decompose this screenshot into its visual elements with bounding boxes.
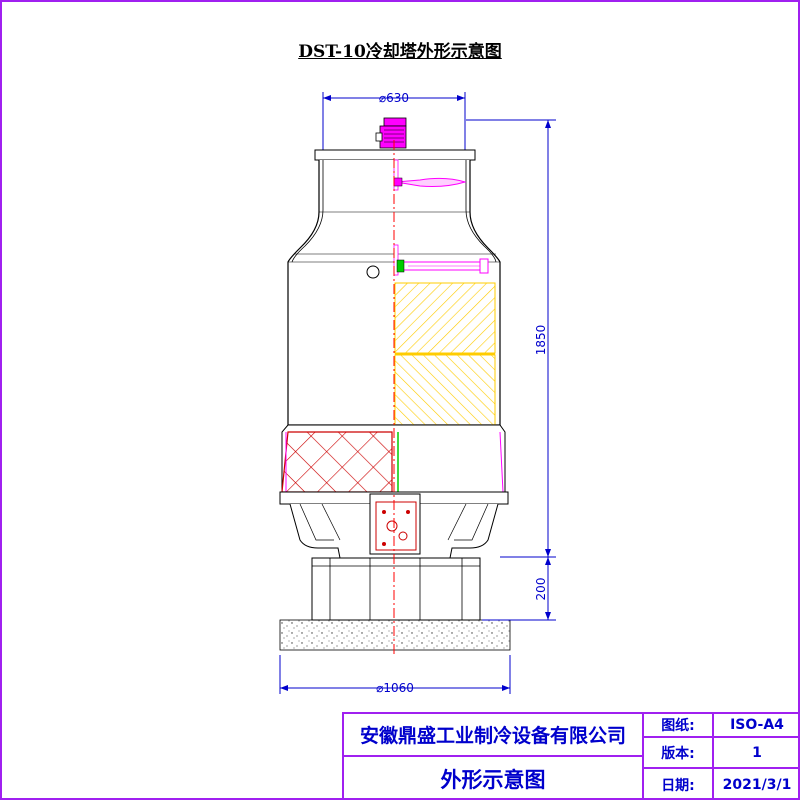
base-height-dimension: 200: [482, 557, 556, 621]
drawing-no-label: 图纸:: [661, 718, 695, 734]
bottom-diameter-label: ⌀1060: [376, 681, 414, 695]
version-label: 版本:: [661, 745, 695, 762]
bottom-diameter-dimension: ⌀1060: [279, 655, 511, 695]
pipe-flange-icon: [369, 493, 421, 555]
base-height-label: 200: [534, 578, 548, 601]
inlet-grille-icon: [281, 424, 506, 493]
top-diameter-dimension: ⌀630: [322, 91, 466, 155]
sprinkler-icon: [393, 244, 489, 276]
ground-icon: [279, 619, 511, 651]
height-label: 1850: [534, 325, 548, 356]
fill-media-icon: [394, 282, 496, 426]
company-name: 安徽鼎盛工业制冷设备有限公司: [359, 725, 626, 747]
title-block: 安徽鼎盛工业制冷设备有限公司 外形示意图 图纸: ISO-A4 版本: 1 日期…: [342, 712, 800, 800]
date-label: 日期:: [661, 777, 695, 794]
height-dimension: 1850: [466, 119, 556, 558]
version-value: 1: [752, 744, 762, 761]
drawing-no-value: ISO-A4: [730, 717, 784, 733]
drawing-name: 外形示意图: [440, 767, 546, 792]
date-value: 2021/3/1: [722, 776, 792, 793]
drawing-title: DST-10冷却塔外形示意图: [298, 42, 502, 62]
support-legs: [311, 557, 481, 621]
top-diameter-label: ⌀630: [379, 91, 409, 105]
motor-icon: [375, 117, 407, 149]
